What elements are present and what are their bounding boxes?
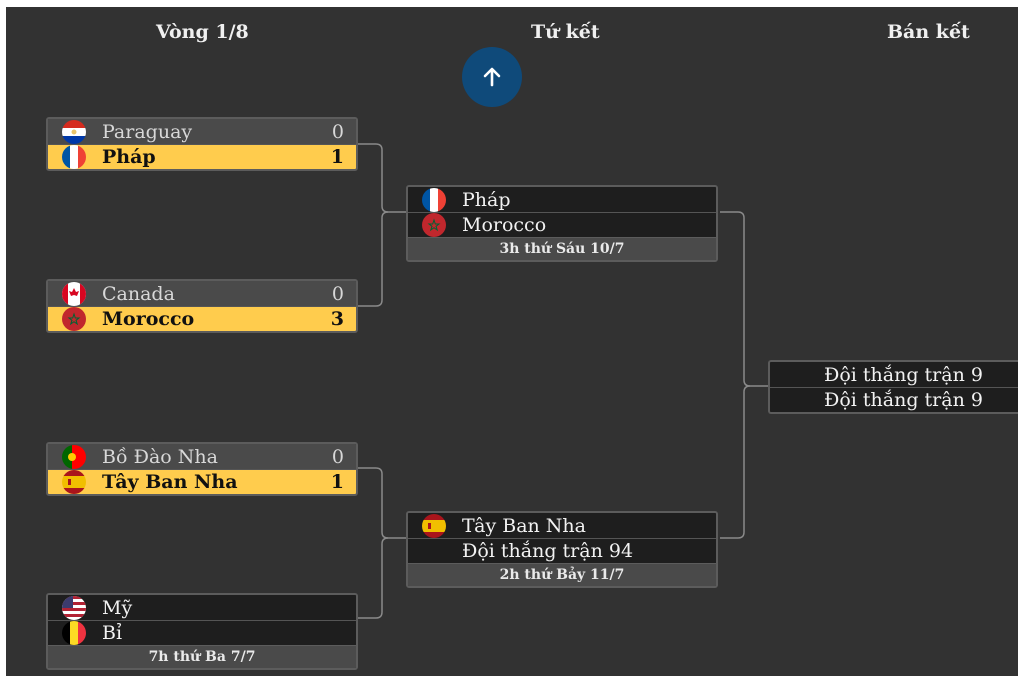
- round-title-r16: Vòng 1/8: [156, 21, 249, 43]
- connector-r16-2: [358, 211, 389, 307]
- team-row[interactable]: Bồ Đào Nha 0: [48, 444, 356, 469]
- match-qf-2[interactable]: Tây Ban Nha Đội thắng trận 94 2h thứ Bảy…: [406, 511, 718, 588]
- team-name: Canada: [102, 282, 175, 305]
- team-score: 0: [331, 120, 344, 143]
- portugal-flag-icon: [62, 444, 86, 469]
- team-score: 1: [330, 471, 344, 493]
- team-row[interactable]: Tây Ban Nha 1: [48, 469, 356, 494]
- round-title-qf: Tứ kết: [531, 21, 600, 43]
- team-row[interactable]: Canada 0: [48, 281, 356, 306]
- morocco-flag-icon: [62, 307, 86, 331]
- team-row[interactable]: Đội thắng trận 9: [770, 362, 1018, 387]
- bracket-board: Vòng 1/8 Tứ kết Bán kết Paraguay 0 Pháp …: [6, 7, 1018, 676]
- match-r16-4[interactable]: Mỹ Bỉ 7h thứ Ba 7/7: [46, 593, 358, 670]
- connector-r16-3: [358, 467, 408, 539]
- match-time: 3h thứ Sáu 10/7: [408, 237, 716, 260]
- france-flag-icon: [422, 187, 446, 212]
- usa-flag-icon: [62, 595, 86, 620]
- team-name: Đội thắng trận 94: [462, 540, 634, 562]
- team-row[interactable]: Paraguay 0: [48, 119, 356, 144]
- team-row[interactable]: Pháp 1: [48, 144, 356, 169]
- connector-qf-2: [720, 385, 751, 539]
- team-row[interactable]: Bỉ: [48, 620, 356, 645]
- canada-flag-icon: [62, 281, 86, 306]
- team-row[interactable]: Tây Ban Nha: [408, 513, 716, 538]
- morocco-flag-icon: [422, 213, 446, 237]
- france-flag-icon: [62, 145, 86, 169]
- match-r16-3[interactable]: Bồ Đào Nha 0 Tây Ban Nha 1: [46, 442, 358, 496]
- match-r16-2[interactable]: Canada 0 Morocco 3: [46, 279, 358, 333]
- spain-flag-icon: [422, 513, 446, 538]
- team-row[interactable]: Pháp: [408, 187, 716, 212]
- scroll-up-button[interactable]: [462, 47, 522, 107]
- team-score: 3: [330, 308, 344, 330]
- team-name: Mỹ: [102, 596, 133, 619]
- team-row[interactable]: Mỹ: [48, 595, 356, 620]
- match-time: 2h thứ Bảy 11/7: [408, 563, 716, 586]
- team-score: 0: [331, 445, 344, 468]
- team-score: 0: [331, 282, 344, 305]
- arrow-up-icon: [483, 67, 501, 87]
- belgium-flag-icon: [62, 621, 86, 645]
- bracket-connector-lines: [358, 143, 770, 619]
- team-name: Đội thắng trận 9: [824, 363, 983, 386]
- match-r16-1[interactable]: Paraguay 0 Pháp 1: [46, 117, 358, 171]
- team-name: Morocco: [102, 308, 195, 330]
- match-sf-1[interactable]: Đội thắng trận 9 Đội thắng trận 9: [768, 360, 1018, 414]
- team-name: Tây Ban Nha: [102, 471, 238, 493]
- match-qf-1[interactable]: Pháp Morocco 3h thứ Sáu 10/7: [406, 185, 718, 262]
- round-title-sf: Bán kết: [887, 21, 970, 43]
- spain-flag-icon: [62, 470, 86, 494]
- connector-r16-1: [358, 143, 408, 213]
- team-name: Pháp: [462, 188, 511, 211]
- team-score: 1: [330, 146, 344, 168]
- team-name: Bỉ: [102, 622, 123, 644]
- team-name: Tây Ban Nha: [462, 514, 586, 537]
- connector-qf-1: [720, 211, 770, 387]
- team-row[interactable]: Morocco: [408, 212, 716, 237]
- team-name: Paraguay: [102, 120, 193, 143]
- team-row[interactable]: Đội thắng trận 94: [408, 538, 716, 563]
- team-row[interactable]: Đội thắng trận 9: [770, 387, 1018, 412]
- match-time: 7h thứ Ba 7/7: [48, 645, 356, 668]
- team-row[interactable]: Morocco 3: [48, 306, 356, 331]
- paraguay-flag-icon: [62, 119, 86, 144]
- team-name: Morocco: [462, 214, 547, 236]
- team-name: Đội thắng trận 9: [824, 389, 983, 411]
- team-name: Bồ Đào Nha: [102, 445, 218, 468]
- team-name: Pháp: [102, 146, 156, 168]
- connector-r16-4: [358, 537, 389, 619]
